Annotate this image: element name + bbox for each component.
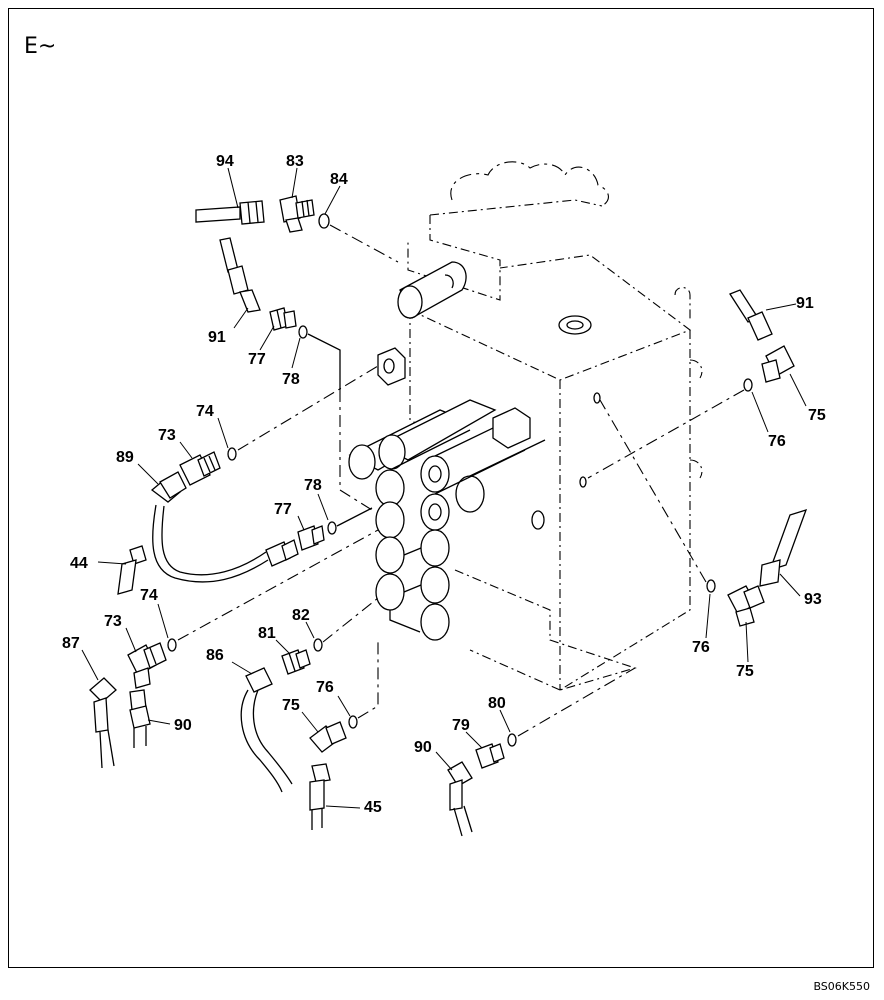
- callout-75: 75: [808, 407, 826, 424]
- callout-76: 76: [692, 639, 710, 656]
- hose-45: [309, 763, 331, 830]
- o-ring-76-upper: [743, 378, 753, 392]
- callout-78: 78: [304, 477, 322, 494]
- drawing-code: BS06K550: [813, 980, 870, 993]
- o-ring-80: [507, 733, 517, 747]
- callout-75: 75: [736, 663, 754, 680]
- callout-83: 83: [286, 153, 304, 170]
- spool-row-4: [375, 529, 450, 641]
- o-ring-76-mid: [348, 715, 358, 729]
- callout-90: 90: [414, 739, 432, 756]
- callout-73: 73: [158, 427, 176, 444]
- o-ring-74-upper: [227, 447, 237, 461]
- elbow-75-upper: [761, 345, 795, 383]
- callout-labels: 94 83 84 91 77 78 74 73 89 78 77 44 74 7…: [62, 153, 826, 816]
- fitting-77-mid: [297, 525, 325, 551]
- fitting-77-top: [269, 307, 297, 331]
- callout-73: 73: [104, 613, 122, 630]
- elbow-89: [150, 471, 187, 503]
- callout-90: 90: [174, 717, 192, 734]
- o-ring-84: [318, 213, 330, 229]
- callout-77: 77: [274, 501, 292, 518]
- fitting-83: [279, 195, 315, 233]
- callout-89: 89: [116, 449, 134, 466]
- fitting-79: [475, 743, 505, 769]
- callout-86: 86: [206, 647, 224, 664]
- callout-94: 94: [216, 153, 234, 170]
- elbow-75-mid: [309, 721, 347, 753]
- callout-74: 74: [196, 403, 214, 420]
- o-ring-76-lower: [706, 579, 716, 593]
- hose-90-left: [129, 689, 151, 748]
- leader-lines: [81, 167, 807, 809]
- callout-91: 91: [796, 295, 814, 312]
- hose-90-right: [447, 761, 473, 837]
- section-label: E~: [24, 34, 57, 59]
- callout-76: 76: [768, 433, 786, 450]
- hose-86: [240, 667, 293, 793]
- control-valve-body: [348, 161, 703, 691]
- callout-79: 79: [452, 717, 470, 734]
- o-ring-78-mid: [327, 521, 337, 535]
- drawing-frame: [8, 8, 874, 968]
- callout-45: 45: [364, 799, 382, 816]
- callout-80: 80: [488, 695, 506, 712]
- fitting-73-lower: [127, 642, 167, 689]
- hose-91-right: [729, 289, 773, 341]
- callout-87: 87: [62, 635, 80, 652]
- hose-line-lower: [152, 504, 299, 583]
- hose-44: [117, 545, 147, 595]
- callout-82: 82: [292, 607, 310, 624]
- hose-93: [759, 508, 808, 587]
- callout-77: 77: [248, 351, 266, 368]
- callout-75: 75: [282, 697, 300, 714]
- o-ring-74-lower: [167, 638, 177, 652]
- spool-row-3: [375, 449, 545, 539]
- o-ring-78-top: [298, 325, 308, 339]
- o-ring-82: [313, 638, 323, 652]
- callout-78: 78: [282, 371, 300, 388]
- callout-84: 84: [330, 171, 348, 188]
- callout-76: 76: [316, 679, 334, 696]
- callout-91: 91: [208, 329, 226, 346]
- elbow-75-lower: [727, 585, 765, 627]
- hose-94: [195, 200, 265, 225]
- callout-81: 81: [258, 625, 276, 642]
- callout-93: 93: [804, 591, 822, 608]
- hose-87: [89, 677, 117, 769]
- hose-91-left: [219, 237, 261, 313]
- callout-74: 74: [140, 587, 158, 604]
- callout-44: 44: [70, 555, 88, 572]
- fitting-81: [281, 649, 311, 675]
- fitting-73-upper: [179, 451, 221, 486]
- spool-row-1: [348, 399, 497, 480]
